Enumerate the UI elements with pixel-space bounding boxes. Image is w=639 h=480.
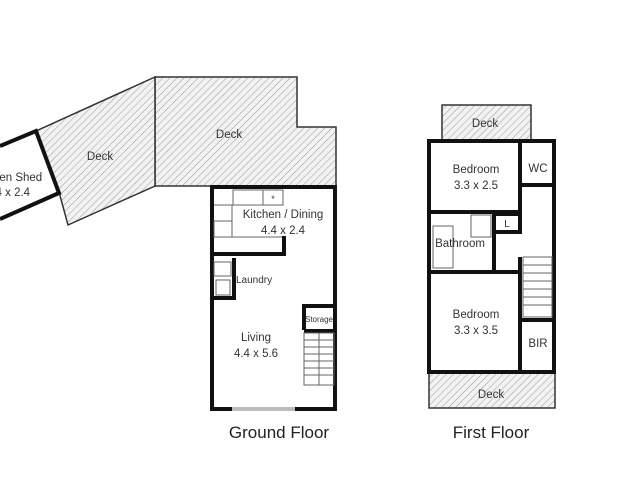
first-floor-title: First Floor — [453, 423, 530, 442]
laundry-tub — [213, 261, 232, 277]
ground-floor-title: Ground Floor — [229, 423, 329, 442]
bathtub — [432, 225, 454, 269]
first-stairs — [522, 256, 553, 318]
wc-label: WC — [528, 163, 547, 175]
linen-label: L — [504, 219, 510, 230]
bir-label: BIR — [528, 338, 547, 350]
stove — [213, 220, 233, 238]
bedroom2-size: 3.3 x 3.5 — [454, 325, 498, 337]
shed-label: Garden Shed — [0, 172, 42, 184]
fridge — [262, 189, 284, 206]
deck-main — [154, 76, 337, 187]
ground-floor-plan: Garden Shed 2.4 x 2.4 Deck Deck * Kitche… — [0, 75, 337, 442]
garden-shed — [0, 128, 62, 221]
dryer — [215, 279, 231, 296]
bedroom2-label: Bedroom — [453, 309, 500, 321]
kitchen-size: 4.4 x 2.4 — [261, 225, 306, 237]
deck-side-label: Deck — [87, 151, 113, 163]
living-label: Living — [241, 332, 271, 344]
deck-main-label: Deck — [216, 129, 242, 141]
deck-top-label: Deck — [472, 118, 498, 130]
first-floor-plan: Bedroom 3.3 x 2.5 Deck WC L Bathroom Bed… — [427, 104, 556, 442]
bedroom1-label: Bedroom — [453, 164, 500, 176]
bathroom-label: Bathroom — [435, 238, 485, 250]
kitchen-label: Kitchen / Dining — [243, 209, 324, 221]
deck-bottom-label: Deck — [478, 389, 504, 401]
ground-stairs — [303, 332, 335, 386]
bedroom1-size: 3.3 x 2.5 — [454, 180, 498, 192]
laundry-label: Laundry — [236, 275, 272, 286]
sink — [232, 189, 264, 206]
storage-label: Storage — [305, 315, 334, 324]
deck-bottom — [428, 371, 556, 409]
first-walls — [427, 139, 556, 374]
linen-cupboard — [492, 212, 522, 234]
living-size: 4.4 x 5.6 — [234, 348, 278, 360]
shower — [470, 214, 492, 238]
shed-size: 2.4 x 2.4 — [0, 187, 31, 199]
fridge-icon: * — [271, 194, 275, 204]
